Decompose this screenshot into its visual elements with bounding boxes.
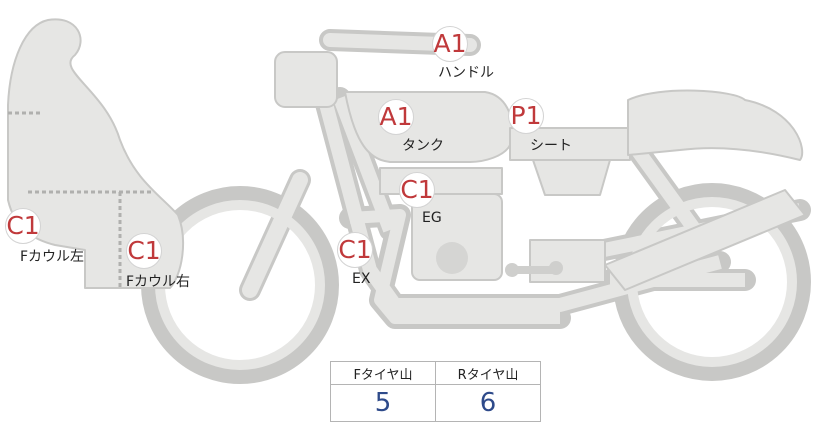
tail-cowl bbox=[627, 89, 804, 161]
exhaust-grade-badge: C1 bbox=[337, 232, 373, 268]
cowl-right-label: Fカウル右 bbox=[126, 274, 191, 290]
front-tire-header: Fタイヤ山 bbox=[330, 361, 436, 385]
body-panels bbox=[7, 18, 806, 291]
handle-label: ハンドル bbox=[438, 65, 494, 81]
rear-tire-value: 6 bbox=[435, 384, 541, 422]
cowl-divider bbox=[8, 111, 152, 288]
tank-label: タンク bbox=[402, 138, 444, 154]
cowl-left-grade-badge: C1 bbox=[5, 208, 41, 244]
engine-block bbox=[411, 193, 503, 281]
exhaust-label: EX bbox=[352, 271, 371, 287]
fork-top bbox=[274, 51, 338, 108]
seat-grade-badge: P1 bbox=[508, 98, 544, 134]
tire-table-value-row: 5 6 bbox=[330, 384, 541, 422]
tire-tread-table: Fタイヤ山 Rタイヤ山 5 6 bbox=[330, 361, 541, 422]
engine-cover bbox=[436, 242, 468, 274]
cowl-left-label: Fカウル左 bbox=[20, 249, 85, 265]
front-tire-value: 5 bbox=[330, 384, 436, 422]
engine-label: EG bbox=[422, 210, 442, 226]
rear-tire-header: Rタイヤ山 bbox=[435, 361, 541, 385]
engine-grade-badge: C1 bbox=[399, 172, 435, 208]
tire-table-header-row: Fタイヤ山 Rタイヤ山 bbox=[330, 361, 541, 385]
rear-shock bbox=[529, 239, 606, 283]
side-cover bbox=[532, 159, 611, 196]
cowl-right-grade-badge: C1 bbox=[126, 233, 162, 269]
handle-grade-badge: A1 bbox=[432, 26, 468, 62]
lever-knob-a bbox=[505, 263, 519, 277]
front-cowl bbox=[7, 18, 185, 289]
seat-label: シート bbox=[530, 138, 572, 154]
lever-knob-b bbox=[549, 261, 563, 275]
rear-fender bbox=[604, 189, 806, 291]
tank-grade-badge: A1 bbox=[378, 99, 414, 135]
